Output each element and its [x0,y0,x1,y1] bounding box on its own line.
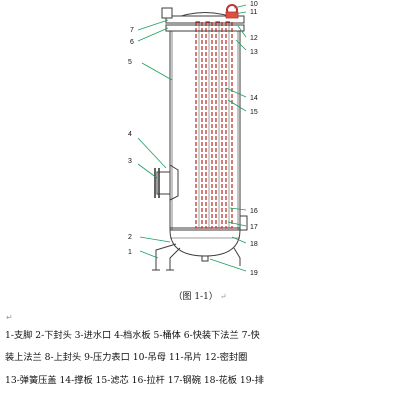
callout-3: 3 [128,158,132,165]
callout-17: 17 [250,224,258,231]
support-leg-left [155,243,177,270]
callout-2: 2 [128,234,132,241]
paragraph-mark: ↵ [6,313,13,322]
baffle-plate [169,164,179,201]
callout-6: 6 [130,39,134,46]
callout-4: 4 [128,131,132,138]
callout-11: 11 [250,9,257,16]
callout-7: 7 [130,27,134,34]
callout-18: 18 [250,241,258,248]
callout-5: 5 [128,59,132,66]
leader-lines [137,4,247,272]
callout-19: 19 [250,270,258,277]
upper-flange [165,15,245,24]
callout-16: 16 [250,208,258,215]
callout-1: 1 [128,249,132,256]
lower-head [169,229,241,257]
filter-cartridges [195,21,233,229]
filter-vessel-drawing: 7 6 5 4 3 2 1 10 11 12 13 14 15 16 17 18… [128,1,258,277]
figure-caption: （图 1-1）↵ [0,289,400,302]
caption-text: （图 1-1） [173,292,218,302]
drain-outlet [201,255,209,262]
caption-return-mark: ↵ [219,292,227,301]
legend-line-2: 装上法兰 8-上封头 9-压力表口 10-吊母 11-吊片 12-密封圈 [5,352,248,363]
pressure-port [161,7,173,19]
legend-line-3: 13-弹簧压盖 14-撑板 15-滤芯 16-拉杆 17-钢碗 18-花板 19… [5,375,264,386]
callout-10: 10 [250,1,258,8]
callout-15: 15 [250,109,258,116]
callout-labels: 7 6 5 4 3 2 1 10 11 12 13 14 15 16 17 18… [128,1,258,277]
support-leg-right [233,247,241,266]
callout-12: 12 [250,35,258,42]
callout-14: 14 [250,95,258,102]
vessel-shell [169,30,241,231]
callout-13: 13 [250,49,258,56]
legend-line-1: 1-支脚 2-下封头 3-进水口 4-档水板 5-桶体 6-快装下法兰 7-快 [5,330,260,341]
